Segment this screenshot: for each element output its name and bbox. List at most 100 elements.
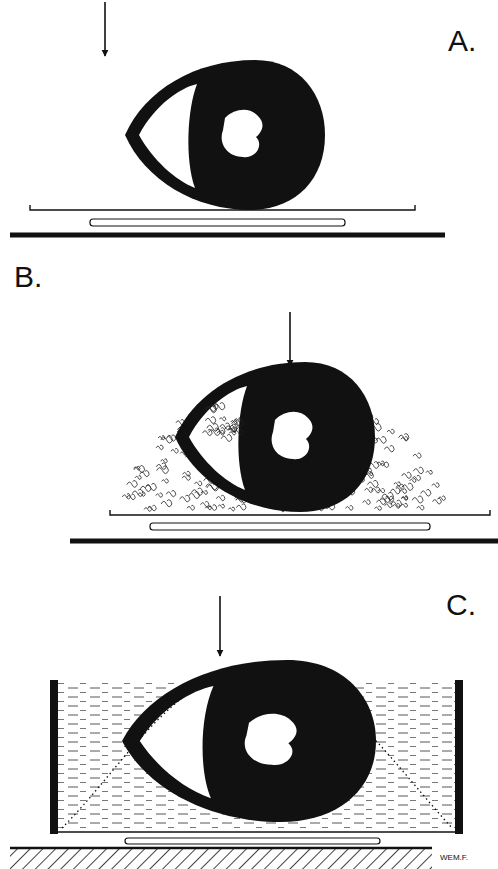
cotton-curl <box>393 504 400 509</box>
cotton-packing <box>203 403 244 442</box>
cotton-curl <box>387 429 394 434</box>
panel-a <box>10 2 445 235</box>
cotton-curl <box>158 435 165 439</box>
tank-floor <box>50 831 463 833</box>
panel-letter: C. <box>446 590 476 620</box>
cotton-curl <box>378 488 385 492</box>
cotton-curl <box>208 505 217 511</box>
cotton-curl <box>417 505 424 510</box>
slide-bar <box>125 838 380 844</box>
cotton-curl <box>363 500 371 505</box>
cotton-curl <box>365 487 373 492</box>
cotton-curl <box>375 506 382 510</box>
cotton-curl <box>166 435 176 441</box>
cotton-curl <box>368 480 379 487</box>
cotton-curl <box>346 505 353 510</box>
stage <box>10 847 432 850</box>
slide <box>30 205 415 210</box>
cotton-curl <box>134 466 145 473</box>
cotton-curl <box>195 481 202 486</box>
cotton-curl <box>162 479 169 483</box>
tank-wall <box>455 680 463 834</box>
cotton-curl <box>156 445 163 450</box>
cotton-curl <box>182 475 190 480</box>
cotton-curl <box>385 503 392 508</box>
cotton-curl <box>217 495 225 500</box>
cotton-curl <box>205 404 216 411</box>
panel-b <box>70 312 498 541</box>
cotton-curl <box>205 417 215 424</box>
cotton-curl <box>234 429 243 435</box>
panel-c <box>10 596 463 869</box>
cotton-curl <box>156 493 163 497</box>
stage-hatching <box>10 849 432 869</box>
cotton-curl <box>401 503 408 507</box>
cotton-curl <box>399 434 409 441</box>
cotton-curl <box>225 424 237 432</box>
cotton-curl <box>132 489 143 496</box>
cotton-curl <box>377 499 386 505</box>
cotton-curl <box>127 494 135 499</box>
cotton-curl <box>229 507 235 511</box>
signature: WEM.F. <box>440 854 468 862</box>
bone-section <box>125 60 325 210</box>
cotton-curl <box>399 489 406 494</box>
cotton-curl <box>127 481 137 488</box>
cotton-curl <box>412 475 420 480</box>
bone-section <box>122 660 376 822</box>
meniscus-line <box>62 664 452 828</box>
cotton-curl <box>140 471 149 477</box>
force-arrow <box>289 312 291 366</box>
cotton-curl <box>410 478 416 482</box>
cotton-curl <box>413 467 423 474</box>
cotton-curl <box>426 470 432 474</box>
cotton-curl <box>220 417 226 421</box>
slide <box>110 510 490 515</box>
cotton-curl <box>413 453 421 458</box>
slide-bar <box>150 523 430 530</box>
cotton-curl <box>384 445 394 451</box>
cotton-curl <box>171 448 178 453</box>
cotton-curl <box>166 490 176 496</box>
cotton-curl <box>394 482 401 486</box>
cotton-curl <box>438 496 445 501</box>
stage <box>70 539 498 544</box>
cotton-curl <box>217 430 224 435</box>
cotton-curl <box>402 472 412 478</box>
cotton-curl <box>180 495 190 502</box>
panel-letter: B. <box>14 262 42 292</box>
cotton-curl <box>402 496 408 500</box>
tank-wall <box>50 680 58 834</box>
cotton-curl <box>402 483 413 490</box>
cotton-curl <box>144 507 151 512</box>
cotton-curl <box>187 505 194 510</box>
cotton-curl <box>432 483 439 488</box>
force-arrow <box>219 596 221 656</box>
cotton-curl <box>203 429 213 435</box>
panel-letter: A. <box>448 26 476 56</box>
cotton-curl <box>231 420 237 424</box>
bone-section <box>175 362 375 512</box>
cotton-curl <box>201 501 209 506</box>
cotton-curl <box>122 494 130 499</box>
cotton-curl <box>192 488 203 495</box>
cotton-curl <box>421 489 431 496</box>
force-arrow <box>104 2 106 56</box>
cotton-curl <box>135 475 141 479</box>
stage <box>10 233 445 238</box>
cotton-curl <box>161 500 172 507</box>
cotton-curl <box>157 466 169 474</box>
cotton-curl <box>201 490 207 494</box>
cotton-curl <box>433 498 442 504</box>
cotton-curl <box>401 496 407 500</box>
cotton-curl <box>161 459 168 463</box>
cotton-curl <box>148 505 156 510</box>
cotton-curl <box>218 504 225 508</box>
cotton-curl <box>236 504 246 510</box>
cotton-curl <box>216 428 225 434</box>
cotton-curl <box>401 437 408 441</box>
cotton-curl <box>189 492 200 499</box>
cotton-curl <box>221 434 232 441</box>
slide-bar <box>90 219 345 226</box>
